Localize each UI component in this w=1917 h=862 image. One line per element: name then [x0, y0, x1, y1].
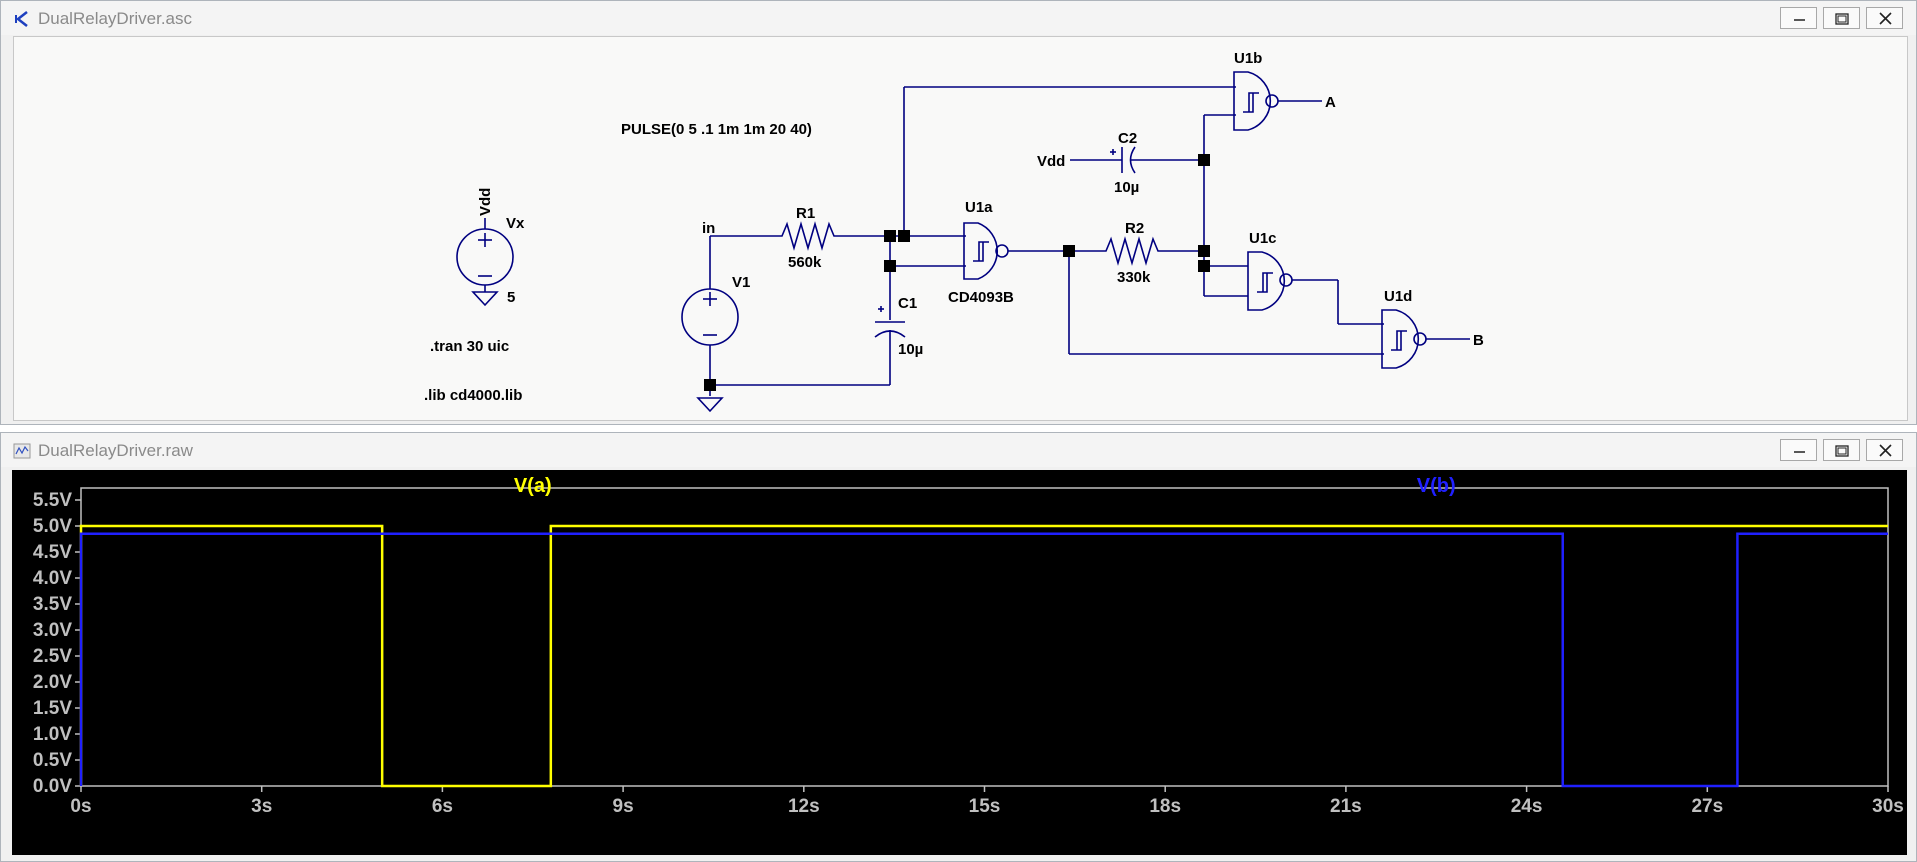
- u1b-name-label: U1b: [1234, 50, 1262, 67]
- trace-vb[interactable]: [79, 532, 1888, 788]
- y-tick-label: 1.5V: [33, 698, 72, 719]
- vx-name-label: Vx: [506, 215, 525, 232]
- schematic-window-title: DualRelayDriver.asc: [38, 9, 192, 28]
- plot-close-button[interactable]: [1866, 439, 1903, 461]
- y-tick-label: 2.0V: [33, 672, 72, 693]
- schematic-restore-button[interactable]: [1823, 7, 1860, 29]
- y-tick-label: 3.0V: [33, 620, 72, 641]
- x-tick-label: 27s: [1691, 796, 1723, 817]
- v1-voltage-source[interactable]: [681, 288, 739, 346]
- y-tick-label: 3.5V: [33, 594, 72, 615]
- c2-value-label: 10µ: [1114, 179, 1139, 196]
- u1a-part-label: CD4093B: [948, 289, 1014, 306]
- y-tick-label: 5.5V: [33, 490, 72, 511]
- ground-symbol: [696, 397, 724, 413]
- x-tick-label: 24s: [1511, 796, 1543, 817]
- r2-value-label: 330k: [1117, 269, 1151, 286]
- x-tick-label: 0s: [70, 796, 91, 817]
- y-tick-label: 0.0V: [33, 776, 72, 797]
- x-tick-label: 3s: [251, 796, 272, 817]
- y-tick-label: 2.5V: [33, 646, 72, 667]
- c1-name-label: C1: [898, 295, 917, 312]
- vdd-net-label: Vdd: [477, 188, 494, 216]
- y-tick-label: 4.0V: [33, 568, 72, 589]
- waveform-plot-area[interactable]: 0.0V 0.5V 1.0V 1.5V 2.0V 2.5V 3.0V 3.5V 4.0V 4.5V…: [12, 470, 1907, 855]
- schematic-close-button[interactable]: [1866, 7, 1903, 29]
- u1b-nand-gate[interactable]: [1233, 71, 1279, 131]
- output-a-label: A: [1325, 94, 1336, 111]
- r1-name-label: R1: [796, 205, 815, 222]
- junction-dots: [704, 154, 1210, 391]
- plot-restore-button[interactable]: [1823, 439, 1860, 461]
- schematic-window: DualRelayDriver.asc: [0, 0, 1917, 425]
- ground-symbol: [471, 291, 499, 307]
- trace-label[interactable]: V(a): [514, 475, 552, 497]
- u1c-nand-gate[interactable]: [1247, 251, 1293, 311]
- schematic-titlebar[interactable]: DualRelayDriver.asc: [1, 1, 1916, 35]
- waveform-chart[interactable]: 0.0V 0.5V 1.0V 1.5V 2.0V 2.5V 3.0V 3.5V 4.0V 4.5V…: [12, 470, 1907, 855]
- ltspice-schematic-icon: [15, 11, 28, 27]
- x-tick-label: 18s: [1149, 796, 1181, 817]
- y-tick-label: 4.5V: [33, 542, 72, 563]
- x-tick-label: 12s: [788, 796, 820, 817]
- u1a-nand-gate[interactable]: [963, 222, 1009, 280]
- plot-titlebar[interactable]: DualRelayDriver.raw: [1, 433, 1916, 467]
- u1d-name-label: U1d: [1384, 288, 1412, 305]
- plot-minimize-button[interactable]: [1780, 439, 1817, 461]
- r2-resistor[interactable]: [1069, 236, 1204, 266]
- x-tick-label: 30s: [1872, 796, 1904, 817]
- vx-value-label: 5: [507, 289, 515, 306]
- y-tick-label: 0.5V: [33, 750, 72, 771]
- output-b-label: B: [1473, 332, 1484, 349]
- v1-name-label: V1: [732, 274, 750, 291]
- pulse-directive[interactable]: PULSE(0 5 .1 1m 1m 20 40): [621, 121, 812, 138]
- vx-voltage-source[interactable]: [456, 218, 514, 292]
- u1c-name-label: U1c: [1249, 230, 1277, 247]
- c2-name-label: C2: [1118, 130, 1137, 147]
- waveform-viewer-icon: [13, 443, 31, 459]
- r1-value-label: 560k: [788, 254, 822, 271]
- c2-vdd-label: Vdd: [1037, 153, 1065, 170]
- r1-resistor[interactable]: [777, 221, 890, 251]
- x-tick-label: 15s: [969, 796, 1001, 817]
- in-net-label: in: [702, 220, 715, 237]
- schematic-canvas[interactable]: Vdd Vx 5 in V1 R1 560k C1 10µ U1a CD4093…: [13, 36, 1908, 421]
- x-tick-label: 9s: [613, 796, 634, 817]
- trace-label[interactable]: V(b): [1417, 475, 1456, 497]
- x-tick-label: 21s: [1330, 796, 1362, 817]
- y-tick-label: 5.0V: [33, 516, 72, 537]
- y-tick-label: 1.0V: [33, 724, 72, 745]
- plot-window-title: DualRelayDriver.raw: [38, 441, 193, 460]
- trace-va[interactable]: [79, 524, 1888, 788]
- x-tick-label: 6s: [432, 796, 453, 817]
- schematic-minimize-button[interactable]: [1780, 7, 1817, 29]
- c1-value-label: 10µ: [898, 341, 923, 358]
- r2-name-label: R2: [1125, 220, 1144, 237]
- u1d-nand-gate[interactable]: [1381, 309, 1427, 369]
- tran-directive[interactable]: .tran 30 uic: [430, 338, 509, 355]
- lib-directive[interactable]: .lib cd4000.lib: [424, 387, 522, 404]
- u1a-name-label: U1a: [965, 199, 993, 216]
